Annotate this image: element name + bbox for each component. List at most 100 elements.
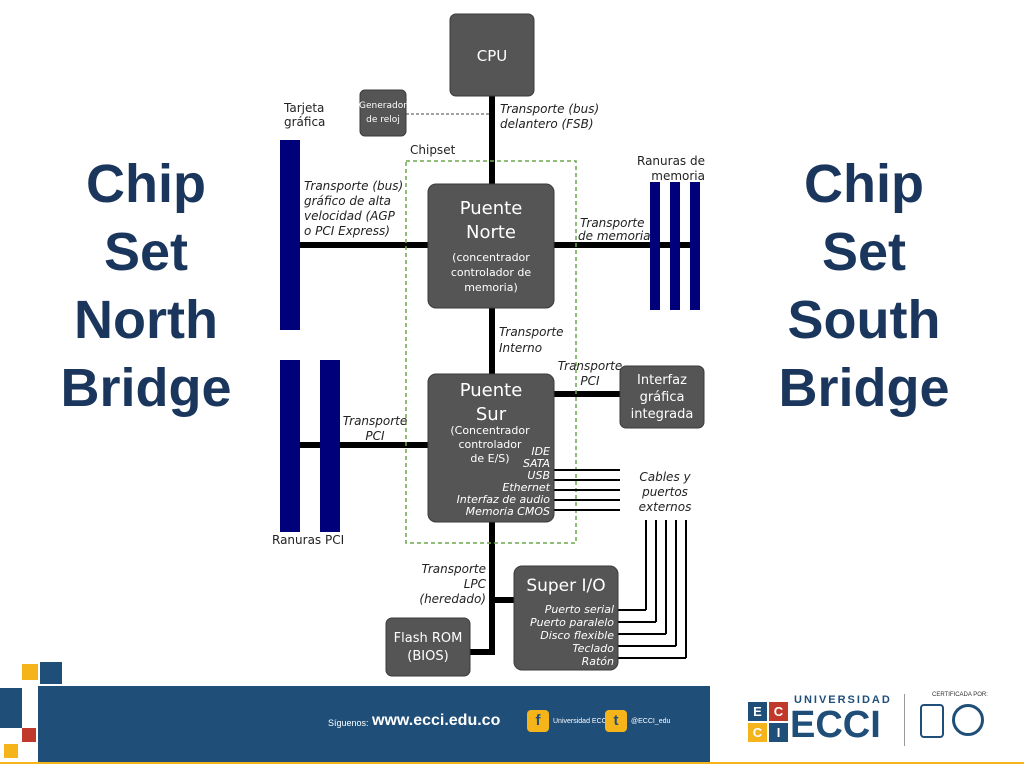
follow-label: Síguenos: <box>328 718 369 728</box>
cables-label: puertos <box>641 485 688 499</box>
south-bridge-port: SATA <box>523 457 550 470</box>
deco-square <box>4 744 18 758</box>
south-bridge-desc: (Concentrador <box>450 424 530 437</box>
fsb-label: Transporte (bus) <box>500 102 599 116</box>
south-bridge-desc: de E/S) <box>470 452 509 465</box>
integrated-graphics-box <box>619 365 705 429</box>
flash-rom-box <box>385 617 471 677</box>
logo-letter: E <box>748 702 767 721</box>
logo-mark: E C C I <box>748 702 788 742</box>
south-bridge-box <box>427 373 555 523</box>
agp-label: o PCI Express) <box>304 224 390 238</box>
logo-divider <box>904 694 905 746</box>
facebook-text[interactable]: Universidad ECCI <box>553 718 609 725</box>
right-title-line: South <box>787 290 941 350</box>
logo-top-text: UNIVERSIDAD <box>794 694 892 706</box>
graphics-card-label: Tarjeta <box>283 101 324 115</box>
deco-square <box>22 728 36 742</box>
cert-badge-icon <box>920 704 944 738</box>
chipset-label: Chipset <box>410 143 456 157</box>
memory-bus-label: de memoria <box>578 229 651 243</box>
pci-right-label: Transporte <box>558 359 623 373</box>
south-bridge-port: IDE <box>531 445 550 458</box>
cpu-label: CPU <box>477 47 508 65</box>
lpc-label: (heredado) <box>419 592 486 606</box>
cpu-box <box>449 13 535 97</box>
pci-slot <box>320 360 340 532</box>
south-bridge-port: Ethernet <box>502 481 550 494</box>
right-title-line: Bridge <box>778 358 950 418</box>
super-io-port: Ratón <box>582 655 614 668</box>
super-io-port: Disco flexible <box>540 629 614 642</box>
clock-generator-box <box>359 89 407 137</box>
cables-label: Cables y <box>639 470 691 484</box>
graphics-card-label: gráfica <box>284 115 325 129</box>
south-bridge-port: Memoria CMOS <box>466 505 550 518</box>
north-bridge-title: Norte <box>466 222 516 243</box>
clock-label: Generador <box>359 101 407 111</box>
north-bridge-box <box>427 183 555 309</box>
agp-label: Transporte (bus) <box>304 179 403 193</box>
left-title-line: Chip <box>86 154 206 214</box>
website-link[interactable]: www.ecci.edu.co <box>372 712 501 729</box>
pci-right-label: PCI <box>580 374 600 388</box>
agp-label: gráfico de alta <box>304 194 391 208</box>
left-title-line: Bridge <box>60 358 232 418</box>
certified-label: CERTIFICADA POR: <box>932 692 988 698</box>
deco-square <box>0 688 22 728</box>
clock-label: de reloj <box>366 115 400 125</box>
integrated-graphics-label: integrada <box>631 407 694 422</box>
internal-bus-label: Interno <box>499 341 542 355</box>
facebook-icon[interactable]: f <box>527 710 549 732</box>
twitter-icon[interactable]: t <box>605 710 627 732</box>
internal-bus-label: Transporte <box>499 325 564 339</box>
twitter-text[interactable]: @ECCI_edu <box>631 718 671 725</box>
memory-bus-label: Transporte <box>580 216 645 230</box>
super-io-port: Teclado <box>572 642 614 655</box>
footer-band <box>38 686 710 762</box>
flash-rom-label: (BIOS) <box>407 649 448 664</box>
right-title-line: Chip <box>804 154 924 214</box>
north-bridge-desc: memoria) <box>464 281 518 294</box>
memory-slot <box>650 182 660 310</box>
left-title-line: Set <box>103 222 189 282</box>
logo-letter: I <box>769 723 788 742</box>
logo-letter: C <box>748 723 767 742</box>
north-bridge-desc: controlador de <box>451 266 532 279</box>
bottom-accent-line <box>0 762 1024 764</box>
agp-label: velocidad (AGP <box>304 209 396 223</box>
chipset-border <box>405 160 577 544</box>
super-io-box <box>513 565 619 671</box>
super-io-title: Super I/O <box>526 576 605 596</box>
pci-left-label: PCI <box>365 429 385 443</box>
deco-square <box>40 662 62 684</box>
south-bridge-port: Interfaz de audio <box>457 493 551 506</box>
right-title-line: Set <box>821 222 907 282</box>
north-bridge-title: Puente <box>460 198 523 219</box>
integrated-graphics-label: Interfaz <box>637 373 687 388</box>
south-bridge-port-lines <box>552 469 620 511</box>
north-bridge-desc: (concentrador <box>452 251 530 264</box>
south-bridge-desc: controlador <box>458 438 522 451</box>
iqnet-badge-icon <box>952 704 984 736</box>
logo-main-text: ECCI <box>790 704 881 746</box>
pci-left-label: Transporte <box>343 414 408 428</box>
right-title: Chip Set South Bridge <box>754 150 974 422</box>
pci-slot <box>280 360 300 532</box>
memory-slot <box>670 182 680 310</box>
cables-label: externos <box>639 500 692 514</box>
external-cables <box>616 520 687 659</box>
logo-letter: C <box>769 702 788 721</box>
fsb-label: delantero (FSB) <box>500 117 594 131</box>
memory-slot <box>690 182 700 310</box>
memory-slots-label: memoria <box>651 169 705 183</box>
south-bridge-title: Puente <box>460 380 523 401</box>
south-bridge-port: USB <box>527 469 550 482</box>
lpc-label: LPC <box>464 577 487 591</box>
pci-slots-label: Ranuras PCI <box>272 533 344 547</box>
left-title-line: North <box>74 290 218 350</box>
integrated-graphics-label: gráfica <box>640 390 685 405</box>
flash-rom-label: Flash ROM <box>394 631 463 646</box>
memory-slots-label: Ranuras de <box>637 154 705 168</box>
lpc-label: Transporte <box>421 562 486 576</box>
